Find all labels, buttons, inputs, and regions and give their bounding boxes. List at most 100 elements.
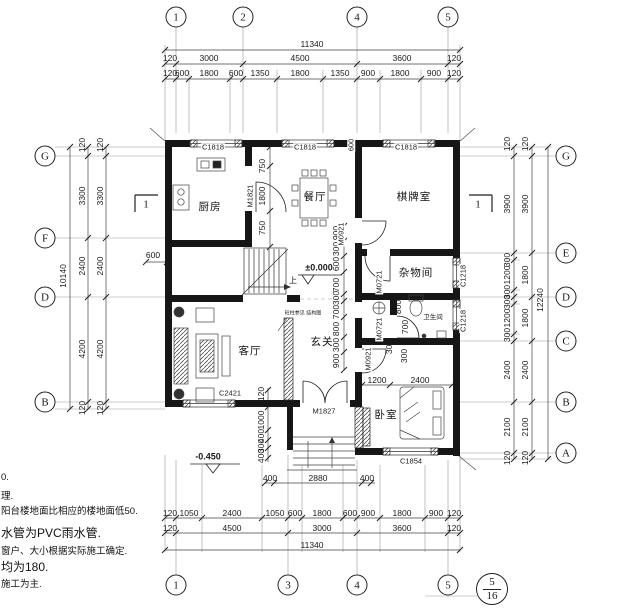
door-tag-m0921: M0921 [336,221,346,247]
dim-label: 900 [426,67,442,78]
dim-label: 2400 [501,360,512,380]
dim-label: 120 [162,507,178,518]
axis-bubble-bottom-1: 1 [165,574,187,596]
room-label-kitchen: 厨房 [198,200,222,213]
dim-label: 400 [359,472,375,483]
dim-label: 1050 [265,507,285,518]
dim-label: 120 [76,400,87,416]
door-tag-m0921: M0921 [363,346,373,372]
dim-label: 600 [346,137,356,153]
annotation-leader [277,317,288,332]
dim-label: 2400 [76,256,87,276]
column-annotation: 砼柱参见 结构图 [284,310,322,317]
dim-label: 120 [162,67,178,78]
dim-label: 700 [399,319,410,335]
living-room-furniture [173,306,231,403]
dim-label: 11340 [300,38,324,49]
axis-bubble-top-4: 4 [346,6,368,28]
dim-label: 120 [162,52,178,63]
dim-label: 700 [330,304,341,320]
dim-label: 300 [501,294,512,310]
dim-label: 3300 [94,186,105,206]
dim-label: 3900 [519,194,530,214]
bed [399,386,445,440]
dim-label: 750 [256,158,267,174]
dim-label: 120 [446,522,462,533]
dim-label: 2100 [501,417,512,437]
axis-bubble-left-D: D [34,286,56,308]
dim-label: 11340 [300,539,324,550]
sheet-number-badge: 5 16 [476,573,508,605]
stair-arrow-head [284,284,291,290]
dim-label: 1800 [392,507,412,518]
room-label-chess: 棋牌室 [396,190,432,203]
dim-label: 1800 [390,67,410,78]
door-tag-m1821: M1821 [245,183,255,209]
note-line: 0. [1,472,9,483]
axis-bubble-right-A: A [555,442,577,464]
dim-label: 1800 [199,67,219,78]
axis-bubble-left-F: F [34,227,56,249]
dim-label: 120 [519,136,530,152]
dim-label: 120 [501,450,512,466]
dim-label: 2100 [519,417,530,437]
dim-label: 1800 [519,308,530,328]
note-line: 均为180. [1,560,49,574]
axis-bubble-bottom-3: 3 [277,574,299,596]
dim-label: 300 [398,348,409,364]
window-tag-c1218: C1218 [458,263,468,289]
dim-label: 3600 [392,52,412,63]
door-tag-m0721: M0721 [374,316,384,342]
dim-label: 10140 [57,264,68,288]
dim-label: 120 [446,52,462,63]
window-tag-c1218: C1218 [458,308,468,334]
section-markers [134,194,493,212]
dim-label: 120 [94,137,105,153]
axis-bubble-right-G: G [555,145,577,167]
dim-label: 1350 [330,67,350,78]
axis-bubble-left-B: B [34,391,56,413]
dim-label: 300 [330,290,341,306]
note-line: 水管为PVC雨水管. [1,526,102,540]
dim-label: 3000 [199,52,219,63]
section-number: 1 [475,198,481,211]
dim-label: 120 [255,386,266,402]
dim-label: 800 [330,321,341,337]
dim-label: 900 [360,67,376,78]
dim-label: 600 [145,249,161,260]
room-label-storage: 杂物间 [398,266,434,279]
dim-label: 120 [162,522,178,533]
dim-label: 2400 [94,256,105,276]
dim-label: 4200 [76,339,87,359]
dim-label: 1200 [367,374,387,385]
dim-label: 120 [519,450,530,466]
dim-label: 800 [392,299,403,315]
dim-label: 3900 [501,194,512,214]
dim-label: 600 [342,507,358,518]
dim-label: 1200 [501,265,512,285]
dining-table [291,169,337,227]
dim-label: 4500 [290,52,310,63]
axis-bubble-top-2: 2 [232,6,254,28]
level-porch: -0.450 [195,451,221,462]
hatched-walls [283,317,371,449]
window-tag-c1854: C1854 [398,456,424,466]
window-tag-c1818: C1818 [292,142,318,152]
dim-label: 12240 [534,288,545,312]
dim-label: 600 [174,67,190,78]
axis-bubble-right-E: E [555,242,577,264]
dim-label: 3000 [312,522,332,533]
walls [165,140,460,456]
dim-label: 900 [330,353,341,369]
bath-fixtures [372,294,447,339]
room-label-foyer: 玄关 [310,335,334,348]
level-markers [190,274,342,474]
note-line: 理. [1,491,14,502]
dim-label: 400 [262,472,278,483]
dim-label: 400 [255,448,266,464]
door-tag-m1827: M1827 [311,406,337,416]
dim-label: 1800 [290,67,310,78]
dim-label: 2400 [519,360,530,380]
